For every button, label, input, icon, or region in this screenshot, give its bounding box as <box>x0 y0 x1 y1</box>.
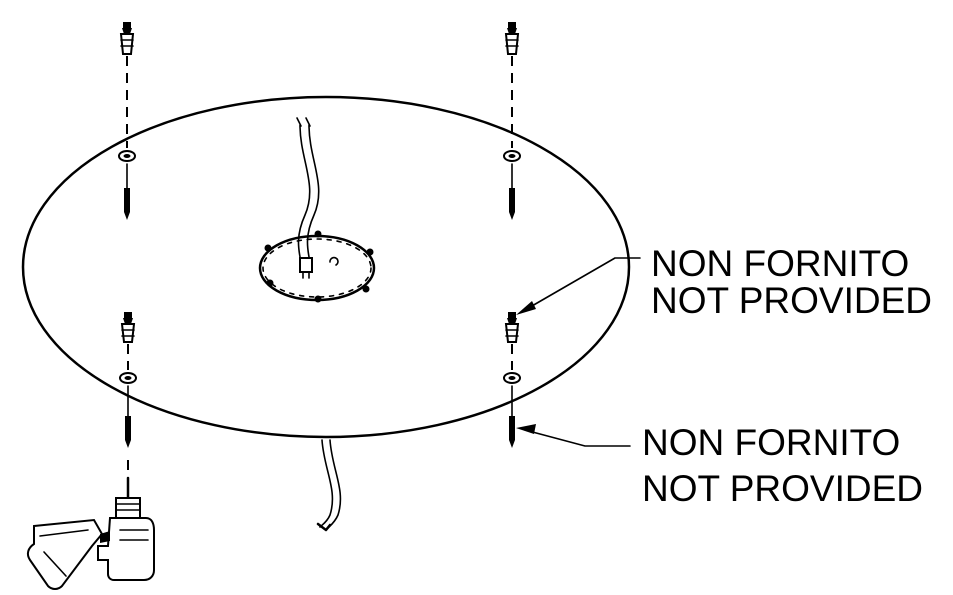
washer-icon <box>503 372 521 384</box>
bracket-hole <box>362 285 370 293</box>
drill-icon <box>26 476 155 590</box>
callout-leader-lower <box>516 424 631 447</box>
bracket-hole <box>314 230 322 238</box>
callout-lower-line1: NON FORNITO <box>642 422 900 463</box>
wall-plug-icon <box>119 22 135 55</box>
washer-icon <box>119 372 137 384</box>
mounting-plate-outline <box>21 95 631 439</box>
wall-plug-icon <box>504 312 520 343</box>
screw-icon <box>125 385 131 448</box>
power-cable-bottom <box>316 439 342 532</box>
callout-lower-line2: NOT PROVIDED <box>642 468 923 509</box>
power-cable-top <box>296 117 320 263</box>
bracket-hole <box>266 279 274 287</box>
wall-plug-icon <box>504 22 520 55</box>
callout-upper-line2: NOT PROVIDED <box>651 280 932 321</box>
wall-plug-icon <box>120 312 136 343</box>
washer-icon <box>503 150 521 162</box>
bracket-hole <box>366 248 374 256</box>
callout-leader-upper <box>516 257 641 315</box>
screw-icon <box>509 163 515 220</box>
bracket-hole <box>264 244 272 252</box>
center-bracket <box>258 230 376 303</box>
screw-icon <box>509 385 515 448</box>
screw-icon <box>124 163 130 220</box>
callout-upper-line1: NON FORNITO <box>651 243 909 284</box>
bracket-hole <box>314 295 322 303</box>
washer-icon <box>118 150 136 162</box>
